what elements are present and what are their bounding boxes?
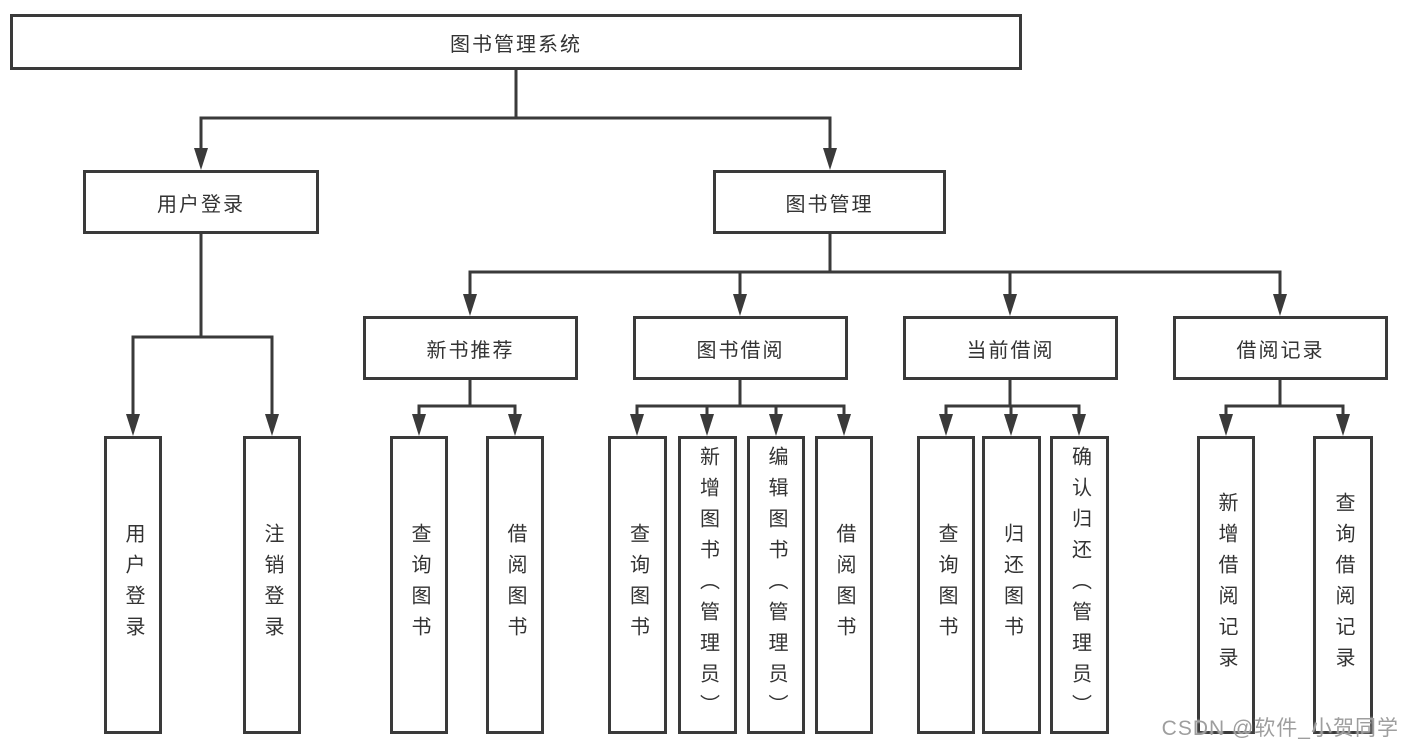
leaf-query-books-current: 查询图书 [917, 436, 975, 734]
leaf-confirm-return-admin-label: 确认归还（管理员） [1068, 445, 1091, 725]
node-new-book-recommendation-label: 新书推荐 [426, 339, 515, 362]
leaf-borrow-books: 借阅图书 [815, 436, 873, 734]
leaf-user-login: 用户登录 [104, 436, 162, 734]
leaf-return-books-label: 归还图书 [1000, 523, 1023, 647]
node-book-management: 图书管理 [713, 170, 946, 234]
node-root: 图书管理系统 [10, 14, 1022, 70]
leaf-query-books-recommend-label: 查询图书 [408, 523, 430, 647]
leaf-logout: 注销登录 [243, 436, 301, 734]
leaf-edit-books-admin-label: 编辑图书（管理员） [765, 445, 787, 725]
leaf-query-borrow-record: 查询借阅记录 [1313, 436, 1373, 734]
leaf-confirm-return-admin: 确认归还（管理员） [1050, 436, 1109, 734]
leaf-add-borrow-record: 新增借阅记录 [1197, 436, 1255, 734]
leaf-borrow-books-label: 借阅图书 [833, 523, 855, 647]
node-user-login: 用户登录 [83, 170, 319, 234]
leaf-query-borrow-record-label: 查询借阅记录 [1332, 492, 1354, 678]
watermark: CSDN @软件_小贺同学 [1161, 717, 1399, 740]
node-borrowing-records: 借阅记录 [1173, 316, 1388, 380]
leaf-query-books-current-label: 查询图书 [935, 523, 957, 647]
leaf-add-borrow-record-label: 新增借阅记录 [1215, 492, 1237, 678]
leaf-add-books-admin: 新增图书（管理员） [678, 436, 737, 734]
leaf-user-login-label: 用户登录 [122, 523, 144, 647]
leaf-query-books-borrow: 查询图书 [608, 436, 667, 734]
node-current-borrowing-label: 当前借阅 [966, 339, 1055, 362]
leaf-return-books: 归还图书 [982, 436, 1041, 734]
leaf-query-books-recommend: 查询图书 [390, 436, 448, 734]
leaf-borrow-books-recommend: 借阅图书 [486, 436, 544, 734]
node-new-book-recommendation: 新书推荐 [363, 316, 578, 380]
leaf-query-books-borrow-label: 查询图书 [626, 523, 649, 647]
leaf-borrow-books-recommend-label: 借阅图书 [504, 523, 526, 647]
leaf-add-books-admin-label: 新增图书（管理员） [696, 445, 719, 725]
node-borrowing-records-label: 借阅记录 [1236, 339, 1325, 362]
node-current-borrowing: 当前借阅 [903, 316, 1118, 380]
node-book-borrowing: 图书借阅 [633, 316, 848, 380]
node-user-login-label: 用户登录 [157, 193, 245, 216]
node-book-borrowing-label: 图书借阅 [696, 339, 785, 362]
leaf-edit-books-admin: 编辑图书（管理员） [747, 436, 805, 734]
node-root-label: 图书管理系统 [450, 33, 582, 56]
node-book-management-label: 图书管理 [785, 193, 874, 216]
leaf-logout-label: 注销登录 [261, 523, 283, 647]
